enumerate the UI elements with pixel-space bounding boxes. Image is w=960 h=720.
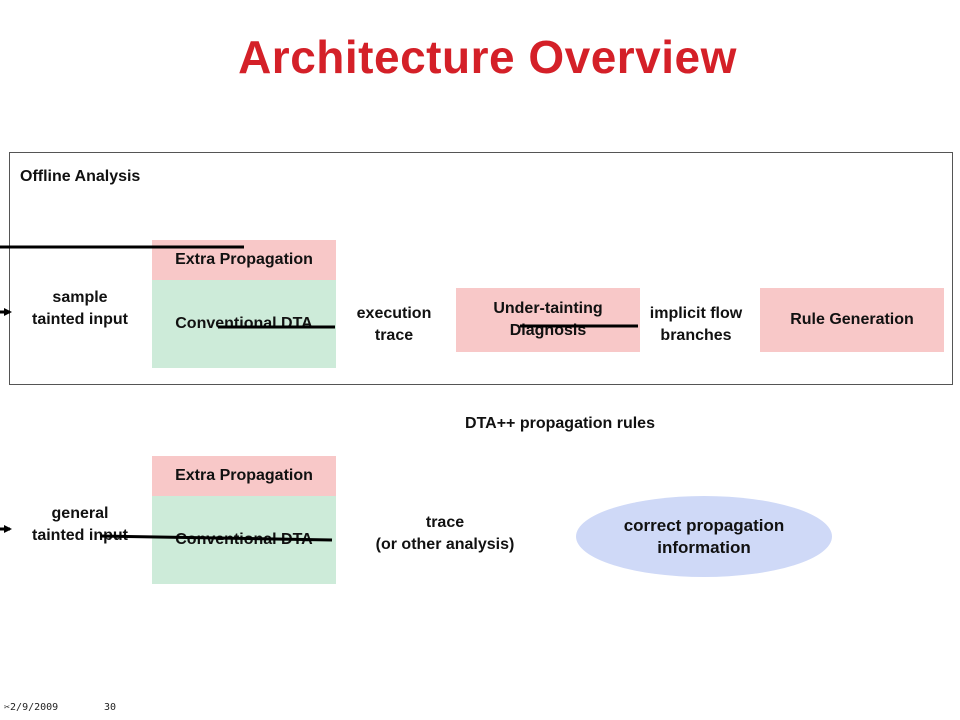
general-tainted-input-label: general tainted input <box>32 505 128 544</box>
online-extra-propagation-box: Extra Propagation <box>152 456 336 496</box>
page-title: Architecture Overview <box>238 31 737 83</box>
dta-plus-plus-rules-label: DTA++ propagation rules <box>465 415 655 432</box>
under-tainting-diagnosis-box: Under-tainting Diagnosis <box>456 288 640 352</box>
implicit-flow-branches-label: implicit flow branches <box>649 305 743 344</box>
rule-generation-box: Rule Generation <box>760 288 944 352</box>
sample-tainted-input-label: sample tainted input <box>32 289 128 328</box>
execution-trace-label: execution trace <box>356 305 432 344</box>
online-dta-connector <box>99 534 333 542</box>
footer-page-number: 30 <box>104 702 117 713</box>
offline-analysis-label: Offline Analysis <box>20 168 141 185</box>
trace-label: trace (or other analysis) <box>375 514 515 553</box>
slide-icon: ✂ <box>4 702 11 713</box>
correct-propagation-information-ellipse: correct propagation information <box>576 496 832 577</box>
footer-date: ✂2/9/2009 <box>4 702 58 713</box>
footer-date-text: 2/9/2009 <box>10 702 59 713</box>
